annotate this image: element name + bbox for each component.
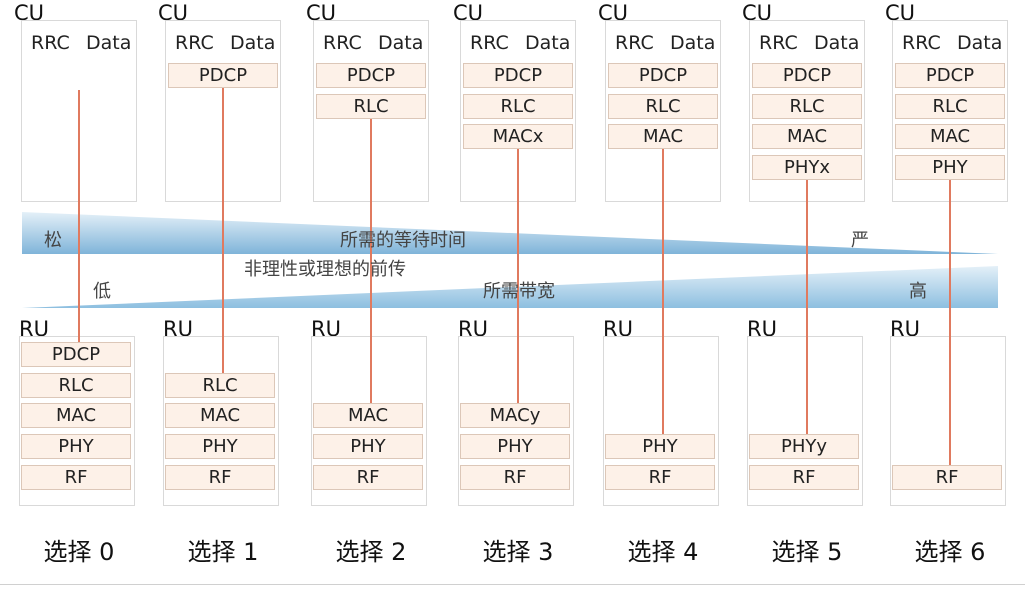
cu-rrc-label: RRC — [175, 32, 214, 54]
ru-layer-box: MAC — [313, 403, 423, 428]
cu-layer-box: PDCP — [895, 63, 1005, 88]
cu-layer-box: PDCP — [463, 63, 573, 88]
ru-layer-box: PHYy — [749, 434, 859, 459]
cu-rrc-label: RRC — [31, 32, 70, 54]
cu-layer-box: MACx — [463, 124, 573, 149]
ru-layer-box: RLC — [165, 373, 275, 398]
cu-ru-link-line — [78, 90, 80, 342]
cu-ru-link-line — [806, 180, 808, 434]
bandwidth-title: 所需带宽 — [483, 281, 555, 302]
cu-data-label: Data — [525, 32, 571, 54]
ru-layer-box: PDCP — [21, 342, 131, 367]
ru-layer-box: RF — [165, 465, 275, 490]
ru-layer-box: RF — [21, 465, 131, 490]
ru-layer-box: RLC — [21, 373, 131, 398]
ru-layer-box: PHY — [460, 434, 570, 459]
latency-title: 所需的等待时间 — [340, 230, 466, 251]
bandwidth-low-label: 低 — [93, 281, 111, 302]
ru-layer-box: RF — [749, 465, 859, 490]
cu-layer-box: PDCP — [316, 63, 426, 88]
cu-layer-box: MAC — [752, 124, 862, 149]
ru-layer-box: RF — [460, 465, 570, 490]
cu-data-label: Data — [86, 32, 132, 54]
cu-rrc-label: RRC — [759, 32, 798, 54]
cu-rrc-label: RRC — [902, 32, 941, 54]
option-label: 选择 3 — [482, 538, 554, 566]
ru-layer-box: MAC — [165, 403, 275, 428]
cu-layer-box: RLC — [463, 94, 573, 119]
cu-ru-link-line — [222, 88, 224, 373]
option-label: 选择 1 — [187, 538, 259, 566]
ru-layer-box: PHY — [313, 434, 423, 459]
ru-layer-box: PHY — [21, 434, 131, 459]
latency-loose-label: 松 — [44, 230, 62, 251]
latency-strict-label: 严 — [851, 230, 869, 251]
cu-layer-box: PHY — [895, 155, 1005, 180]
cu-data-label: Data — [814, 32, 860, 54]
cu-layer-box: PDCP — [608, 63, 718, 88]
cu-ru-link-line — [662, 149, 664, 434]
cu-layer-box: RLC — [316, 94, 426, 119]
ru-layer-box: RF — [892, 465, 1002, 490]
cu-data-label: Data — [670, 32, 716, 54]
cu-data-label: Data — [230, 32, 276, 54]
latency-wedge — [22, 212, 998, 254]
ru-layer-box: MACy — [460, 403, 570, 428]
cu-ru-link-line — [517, 149, 519, 403]
option-label: 选择 2 — [335, 538, 407, 566]
ru-layer-box: RF — [605, 465, 715, 490]
bandwidth-high-label: 高 — [909, 281, 927, 302]
option-label: 选择 5 — [771, 538, 843, 566]
fronthaul-note: 非理性或理想的前传 — [244, 259, 406, 280]
cu-ru-link-line — [370, 119, 372, 403]
cu-data-label: Data — [957, 32, 1003, 54]
cu-ru-link-line — [949, 180, 951, 465]
option-label: 选择 4 — [627, 538, 699, 566]
bandwidth-wedge — [22, 266, 998, 308]
ru-layer-box: RF — [313, 465, 423, 490]
cu-data-label: Data — [378, 32, 424, 54]
bottom-divider — [0, 584, 1025, 585]
cu-layer-box: PDCP — [168, 63, 278, 88]
cu-layer-box: MAC — [895, 124, 1005, 149]
option-label: 选择 0 — [43, 538, 115, 566]
cu-layer-box: RLC — [752, 94, 862, 119]
cu-rrc-label: RRC — [323, 32, 362, 54]
ru-layer-box: PHY — [165, 434, 275, 459]
cu-rrc-label: RRC — [615, 32, 654, 54]
cu-layer-box: MAC — [608, 124, 718, 149]
cu-layer-box: RLC — [895, 94, 1005, 119]
ru-layer-box: PHY — [605, 434, 715, 459]
cu-layer-box: PDCP — [752, 63, 862, 88]
ru-layer-box: MAC — [21, 403, 131, 428]
option-label: 选择 6 — [914, 538, 986, 566]
cu-layer-box: RLC — [608, 94, 718, 119]
cu-rrc-label: RRC — [470, 32, 509, 54]
cu-layer-box: PHYx — [752, 155, 862, 180]
